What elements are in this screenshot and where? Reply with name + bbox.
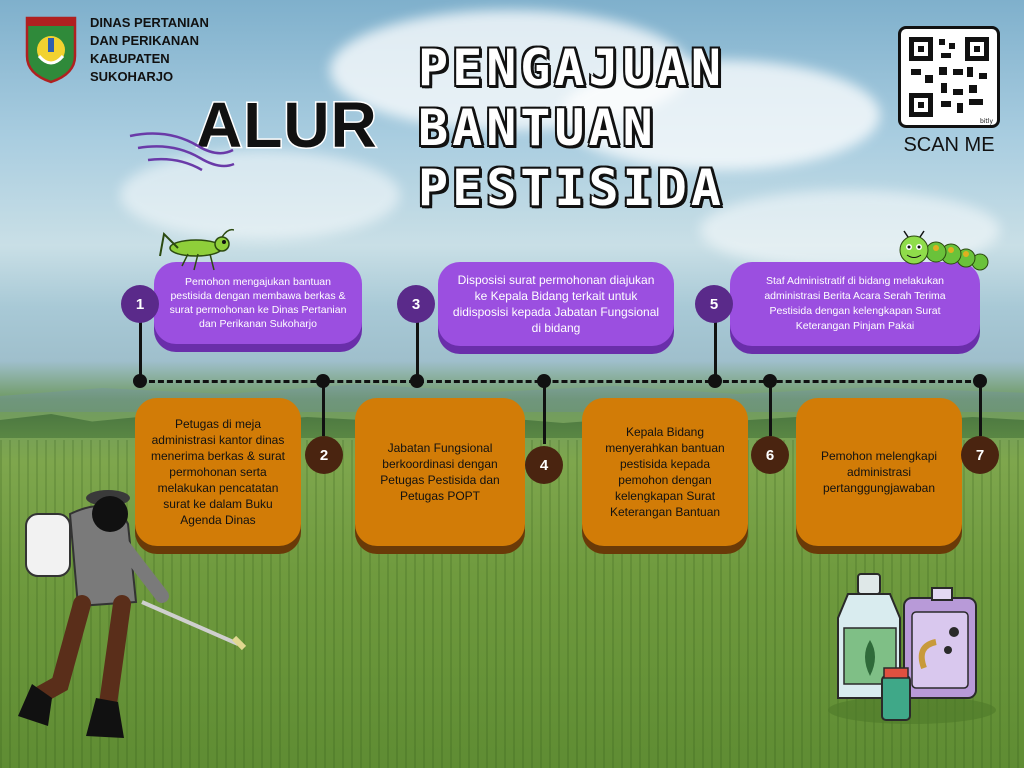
- timeline-dot: [708, 374, 722, 388]
- step-4-text: Jabatan Fungsional berkoordinasi dengan …: [380, 441, 500, 503]
- step-1-text: Pemohon mengajukan bantuan pestisida den…: [169, 276, 347, 330]
- wind-swirl-icon: [129, 132, 235, 172]
- qr-tag: bitly: [979, 118, 993, 125]
- step-6-text: Kepala Bidang menyerahkan bantuan pestis…: [605, 425, 725, 519]
- connector-line: [322, 380, 325, 436]
- step-4-card: Jabatan Fungsional berkoordinasi dengan …: [355, 398, 525, 546]
- step-2-badge: 2: [305, 436, 343, 474]
- title-line-2: BANTUAN: [418, 99, 657, 157]
- timeline-dot: [410, 374, 424, 388]
- grasshopper-icon: [159, 228, 234, 271]
- step-3-text: Disposisi surat permohonan diajukan ke K…: [452, 273, 660, 335]
- step-6-badge: 6: [751, 436, 789, 474]
- cloud: [560, 60, 880, 170]
- step-2-card: Petugas di meja administrasi kantor dina…: [135, 398, 301, 546]
- timeline-dot: [133, 374, 147, 388]
- step-3-card: Disposisi surat permohonan diajukan ke K…: [438, 262, 674, 346]
- caterpillar-icon: [899, 230, 989, 271]
- agency-name: DINAS PERTANIAN DAN PERIKANAN KABUPATEN …: [90, 15, 209, 84]
- step-3-badge: 3: [397, 285, 435, 323]
- qr-code-icon: [909, 37, 989, 117]
- pesticide-containers-icon: [828, 573, 996, 724]
- step-5-card: Staf Administratif di bidang melakukan a…: [730, 262, 980, 346]
- step-5-text: Staf Administratif di bidang melakukan a…: [764, 275, 946, 332]
- step-1-card: Pemohon mengajukan bantuan pestisida den…: [154, 262, 362, 344]
- connector-line: [979, 380, 982, 436]
- title-highlight: ALUR: [195, 88, 379, 163]
- step-6-card: Kepala Bidang menyerahkan bantuan pestis…: [582, 398, 748, 546]
- connector-line: [769, 380, 772, 436]
- connector-line: [714, 322, 717, 380]
- connector-line: [543, 380, 546, 444]
- title-line-3: PESTISIDA: [418, 159, 725, 217]
- step-7-card: Pemohon melengkapi administrasi pertangg…: [796, 398, 962, 546]
- scan-me-label: SCAN ME: [903, 134, 995, 156]
- farmer-spraying-icon: [18, 490, 247, 738]
- cloud: [120, 150, 400, 240]
- step-7-text: Pemohon melengkapi administrasi pertangg…: [820, 449, 938, 495]
- connector-line: [139, 322, 142, 380]
- title-line-1: PENGAJUAN: [418, 39, 725, 97]
- qr-code[interactable]: bitly: [898, 26, 1000, 128]
- connector-line: [416, 322, 419, 380]
- step-1-badge: 1: [121, 285, 159, 323]
- sukoharjo-emblem-icon: [25, 16, 77, 84]
- step-7-badge: 7: [961, 436, 999, 474]
- step-2-text: Petugas di meja administrasi kantor dina…: [150, 417, 286, 527]
- page-title: PENGAJUAN BANTUAN PESTISIDA: [418, 38, 725, 218]
- step-5-badge: 5: [695, 285, 733, 323]
- step-4-badge: 4: [525, 446, 563, 484]
- process-timeline: [140, 380, 980, 383]
